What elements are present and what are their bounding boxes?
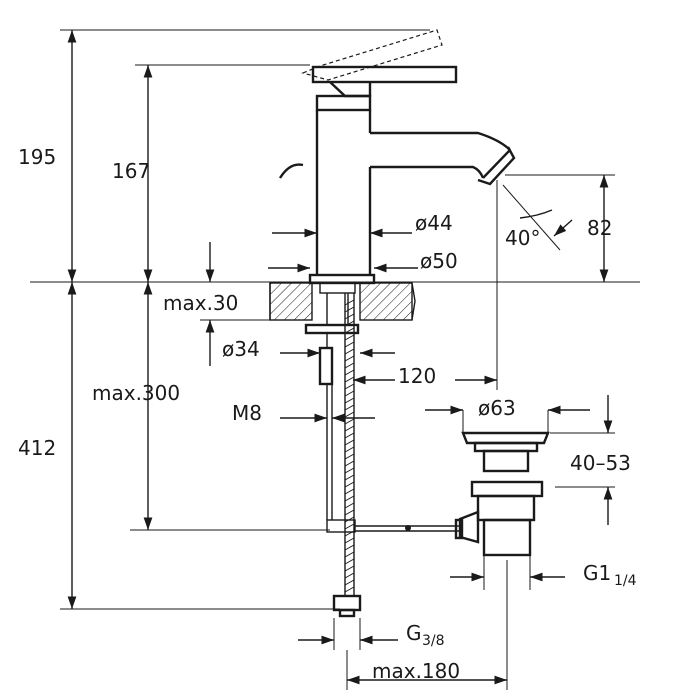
label-g3-8-main: G xyxy=(406,621,422,645)
label-max300: max.300 xyxy=(92,381,180,405)
waste-drain xyxy=(454,431,550,557)
dim-40deg xyxy=(496,180,573,258)
dim-40-53 xyxy=(550,395,615,525)
label-167: 167 xyxy=(112,159,150,183)
label-50: ø50 xyxy=(420,249,458,273)
label-63: ø63 xyxy=(478,396,516,420)
label-max30: max.30 xyxy=(163,291,238,315)
label-34: ø34 xyxy=(222,337,260,361)
under-counter xyxy=(304,282,362,618)
label-g1-1-4-frac: 1/4 xyxy=(614,573,637,589)
dim-max180 xyxy=(346,560,508,690)
extension-lines xyxy=(30,29,640,610)
countertop xyxy=(269,282,416,321)
dim-g3-8 xyxy=(298,618,398,650)
faucet xyxy=(278,29,516,285)
label-82: 82 xyxy=(587,216,612,240)
waste-rod xyxy=(355,525,460,532)
label-40deg: 40° xyxy=(505,226,540,250)
label-g3-8-frac: 3/8 xyxy=(422,633,445,649)
label-195: 195 xyxy=(18,145,56,169)
label-g1-1-4-main: G1 xyxy=(583,561,611,585)
label-max180: max.180 xyxy=(372,659,460,683)
label-m8: M8 xyxy=(232,401,262,425)
dim-63 xyxy=(425,405,590,433)
label-120: 120 xyxy=(398,364,436,388)
label-44: ø44 xyxy=(415,211,453,235)
label-412: 412 xyxy=(18,436,56,460)
dim-g1-1-4 xyxy=(450,555,565,590)
label-40-53: 40–53 xyxy=(570,451,631,475)
